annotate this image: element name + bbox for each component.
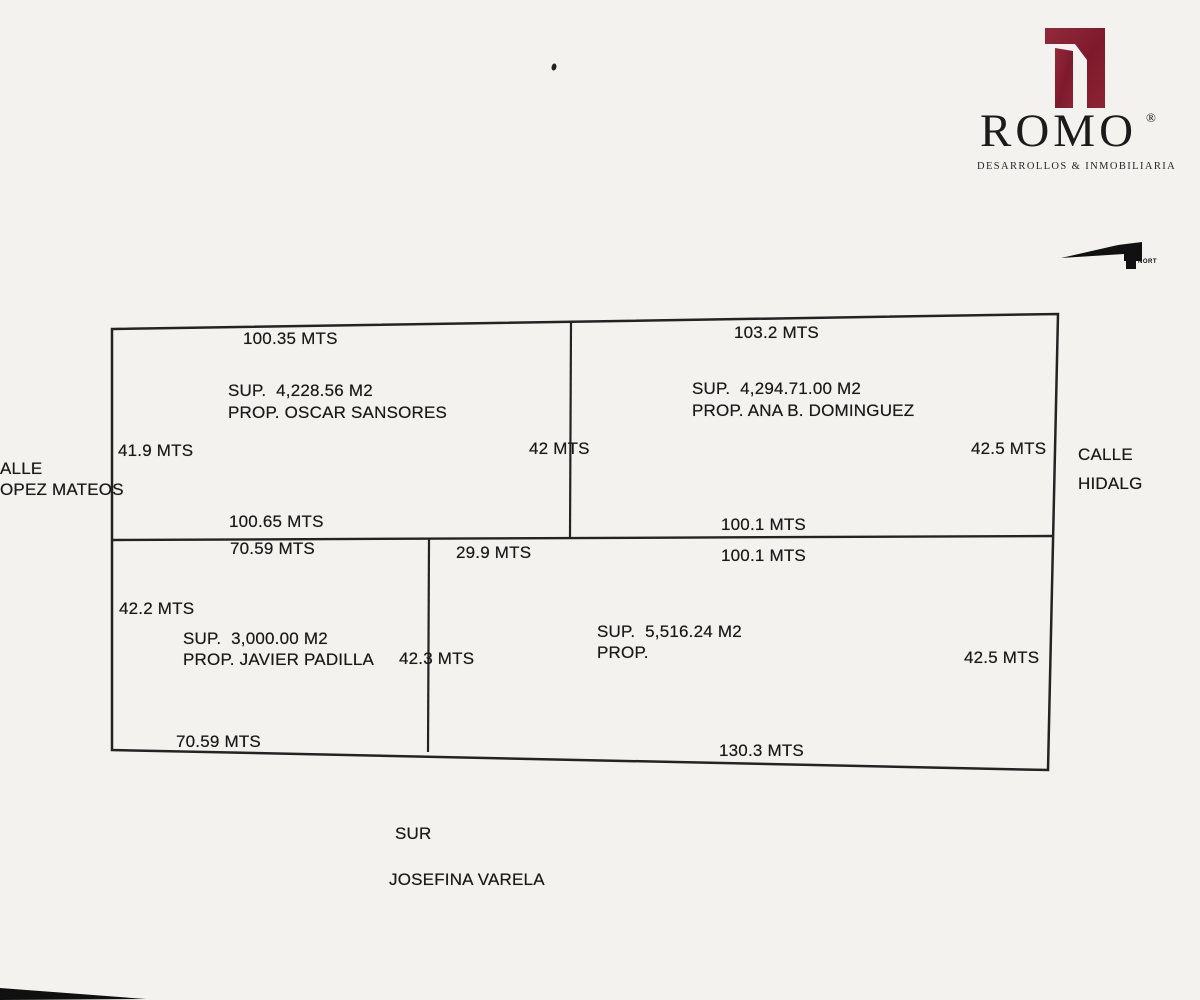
north-arrow-label: NORT (1138, 259, 1157, 265)
street-south-label: JOSEFINA VARELA (389, 870, 545, 889)
scan-edge-artifact (0, 988, 146, 1000)
sw-right-dimension: 42.3 MTS (399, 649, 475, 668)
street-east-line2: HIDALG (1078, 474, 1143, 493)
se-topleft-dimension: 29.9 MTS (456, 543, 532, 562)
sw-top-dimension: 70.59 MTS (230, 539, 315, 558)
nw-right-dimension: 42 MTS (529, 439, 590, 458)
nw-bottom-dimension: 100.65 MTS (229, 512, 324, 531)
ne-right-dimension: 42.5 MTS (971, 439, 1047, 458)
brand-tagline: DESARROLLOS & INMOBILIARIA (977, 161, 1177, 172)
nw-owner: PROP. OSCAR SANSORES (228, 403, 448, 422)
sw-owner: PROP. JAVIER PADILLA (183, 650, 375, 669)
brand-wordmark: ROMO (980, 105, 1138, 157)
nw-left-dimension: 41.9 MTS (118, 441, 194, 460)
ink-speck (551, 63, 557, 71)
registered-mark: ® (1146, 110, 1156, 125)
nw-surface-area: SUP. 4,228.56 M2 (228, 381, 373, 400)
se-right-dimension: 42.5 MTS (964, 648, 1040, 667)
street-east-line1: CALLE (1078, 445, 1133, 464)
street-west-line1: ALLE (0, 459, 43, 478)
cardinal-south-label: SUR (395, 824, 432, 843)
nw-top-dimension: 100.35 MTS (243, 329, 338, 348)
sw-left-dimension: 42.2 MTS (119, 599, 195, 618)
se-surface-area: SUP. 5,516.24 M2 (597, 622, 742, 641)
se-bottom-dimension: 130.3 MTS (719, 741, 804, 760)
sw-bottom-dimension: 70.59 MTS (176, 732, 261, 751)
street-west-line2: OPEZ MATEOS (0, 480, 124, 499)
ne-owner: PROP. ANA B. DOMINGUEZ (692, 401, 915, 420)
ne-top-dimension: 103.2 MTS (734, 323, 819, 342)
ne-surface-area: SUP. 4,294.71.00 M2 (692, 379, 862, 398)
ne-bottom-dimension: 100.1 MTS (721, 515, 806, 534)
se-top-dimension: 100.1 MTS (721, 546, 806, 565)
sw-surface-area: SUP. 3,000.00 M2 (183, 629, 328, 648)
se-owner: PROP. (597, 643, 649, 662)
romo-towers-icon (1045, 28, 1105, 108)
north-arrow-icon (1061, 242, 1142, 269)
